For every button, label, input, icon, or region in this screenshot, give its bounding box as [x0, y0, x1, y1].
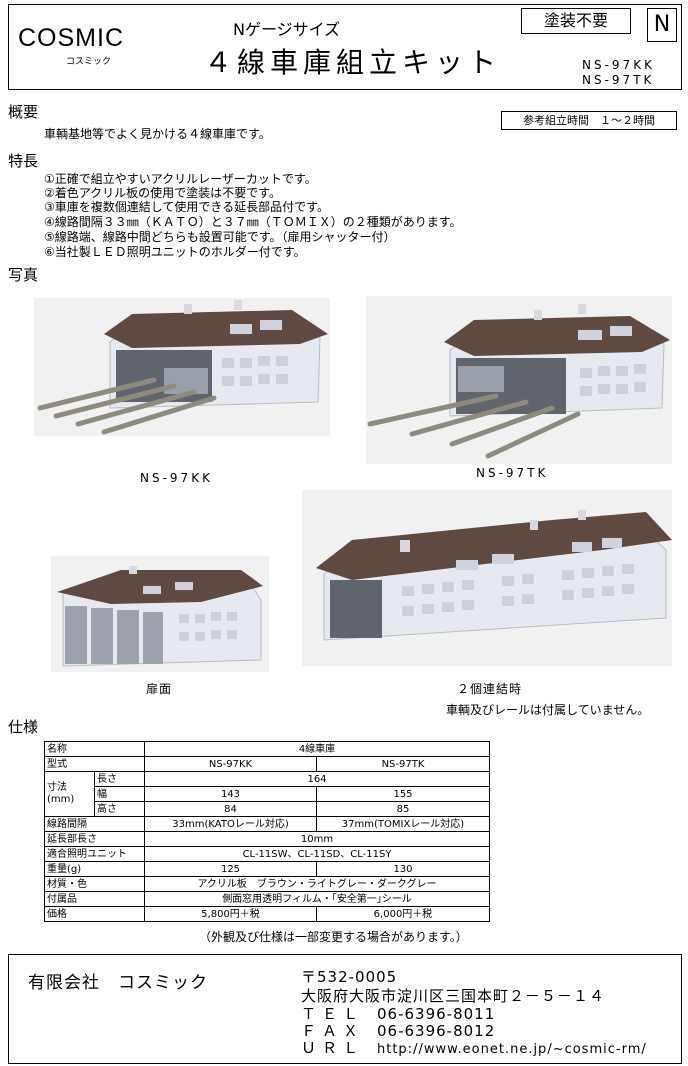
spec-value: 164	[144, 771, 490, 787]
spec-value: 155	[316, 786, 490, 802]
photo-ns97tk	[366, 296, 672, 464]
fax-line: ＦＡＸ 06-6396-8012	[301, 1020, 495, 1041]
spec-change-note: （外観及び仕様は一部変更する場合があります。）	[199, 930, 468, 944]
company-name: 有限会社 コスミック	[28, 973, 208, 993]
spec-label: 寸法 (mm)	[44, 771, 95, 817]
table-row: 付属品 側面窓用透明フィルム・｢安全第一｣シール	[44, 891, 490, 907]
scale-badge: N	[647, 8, 677, 42]
spec-value: アクリル板 ブラウン・ライトグレー・ダークグレー	[144, 876, 490, 892]
caption-ns97kk: NS-97KK	[140, 471, 213, 485]
spec-sublabel: 長さ	[94, 771, 145, 787]
product-subtitle: Nゲージサイズ	[233, 20, 341, 39]
rail-not-included-note: 車輌及びレールは付属していません。	[446, 703, 650, 717]
spec-value: 85	[316, 801, 490, 817]
spec-value: 33mm(KATOレール対応)	[144, 816, 317, 832]
feature-item: ③車庫を複数個連結して使用できる延長部品付です。	[44, 200, 329, 214]
spec-heading: 仕様	[8, 718, 39, 736]
caption-door-face: 扉面	[146, 682, 173, 696]
photos-heading: 写真	[8, 266, 39, 284]
url-label: ＵＲＬ	[301, 1039, 365, 1057]
spec-label: 重量(g)	[44, 861, 145, 877]
spec-label: 価格	[44, 906, 145, 922]
spec-label: 線路間隔	[44, 816, 145, 832]
tel-line: ＴＥＬ 06-6396-8011	[301, 1003, 495, 1024]
header-frame	[8, 4, 682, 90]
spec-value: 5,800円＋税	[144, 906, 317, 922]
photo-ns97kk	[34, 298, 330, 436]
spec-label: 適合照明ユニット	[44, 846, 145, 862]
spec-label: 型式	[44, 756, 145, 772]
overview-heading: 概要	[8, 103, 39, 121]
spec-value: 130	[316, 861, 490, 877]
photo-two-connected	[302, 490, 672, 666]
spec-value: 6,000円＋税	[316, 906, 490, 922]
table-row: 高さ 84 85	[45, 801, 490, 817]
spec-value: 125	[144, 861, 317, 877]
tel-number: 06-6396-8011	[377, 1005, 496, 1023]
fax-label: ＦＡＸ	[301, 1022, 365, 1040]
website-link[interactable]: http://www.eonet.ne.jp/~cosmic-rm/	[377, 1042, 647, 1057]
features-heading: 特長	[8, 152, 39, 170]
feature-item: ⑤線路端、線路中間どちらも設置可能です。（扉用シャッター付）	[44, 230, 396, 244]
spec-label: 名称	[44, 741, 145, 757]
spec-label: 延長部長さ	[44, 831, 145, 847]
spec-table: 名称 4線車庫 型式 NS-97KK NS-97TK 寸法 (mm) 長さ 16…	[44, 741, 490, 922]
product-title: ４線車庫組立キット	[204, 46, 502, 79]
spec-sublabel: 高さ	[94, 801, 145, 817]
table-row: 寸法 (mm) 長さ 164	[44, 771, 490, 817]
spec-value: CL-11SW、CL-11SD、CL-11SY	[144, 846, 490, 862]
overview-text: 車輌基地等でよく見かける４線車庫です。	[44, 127, 271, 141]
no-paint-badge: 塗装不要	[521, 8, 631, 34]
spec-value: NS-97KK	[144, 756, 317, 772]
company-logo: COSMIC	[18, 24, 124, 52]
spec-value: 4線車庫	[144, 741, 490, 757]
table-row: 重量(g) 125 130	[44, 861, 490, 877]
footer-frame	[8, 954, 682, 1064]
address: 大阪府大阪市淀川区三国本町２－５－１４	[301, 987, 606, 1005]
spec-value: 84	[144, 801, 317, 817]
feature-item: ④線路間隔３３㎜（ＫＡＴＯ）と３７㎜（ＴＯＭＩＸ）の２種類があります。	[44, 215, 462, 229]
feature-item: ②着色アクリル板の使用で塗装は不要です。	[44, 186, 281, 200]
table-row: 材質・色 アクリル板 ブラウン・ライトグレー・ダークグレー	[44, 876, 490, 892]
postal-code: 〒532-0005	[301, 968, 398, 986]
spec-value: 10mm	[144, 831, 490, 847]
table-row: 幅 143 155	[45, 786, 490, 802]
spec-value: 143	[144, 786, 317, 802]
fax-number: 06-6396-8012	[377, 1022, 496, 1040]
feature-item: ①正確で組立やすいアクリルレーザーカットです。	[44, 172, 317, 186]
table-row: 名称 4線車庫	[44, 741, 490, 757]
table-row: 価格 5,800円＋税 6,000円＋税	[44, 906, 490, 922]
spec-label: 材質・色	[44, 876, 145, 892]
spec-value: 側面窓用透明フィルム・｢安全第一｣シール	[144, 891, 490, 907]
tel-label: ＴＥＬ	[301, 1005, 365, 1023]
table-row: 型式 NS-97KK NS-97TK	[44, 756, 490, 772]
spec-value: NS-97TK	[316, 756, 490, 772]
assembly-time-box: 参考組立時間 １～２時間	[501, 111, 677, 130]
table-row: 適合照明ユニット CL-11SW、CL-11SD、CL-11SY	[44, 846, 490, 862]
caption-two-connected: ２個連結時	[457, 682, 523, 696]
spec-value: 37mm(TOMIXレール対応)	[316, 816, 490, 832]
table-row: 線路間隔 33mm(KATOレール対応) 37mm(TOMIXレール対応)	[44, 816, 490, 832]
table-row: 延長部長さ 10mm	[44, 831, 490, 847]
company-logo-kana: コスミック	[66, 57, 112, 67]
feature-item: ⑥当社製ＬＥＤ照明ユニットのホルダー付です。	[44, 245, 306, 259]
product-code-kk: NS-97KK	[582, 58, 655, 72]
caption-ns97tk: NS-97TK	[476, 466, 549, 480]
spec-label: 付属品	[44, 891, 145, 907]
spec-sublabel: 幅	[94, 786, 145, 802]
photo-door-face	[51, 556, 269, 672]
product-code-tk: NS-97TK	[582, 73, 655, 87]
url-line: ＵＲＬ http://www.eonet.ne.jp/~cosmic-rm/	[301, 1037, 647, 1058]
